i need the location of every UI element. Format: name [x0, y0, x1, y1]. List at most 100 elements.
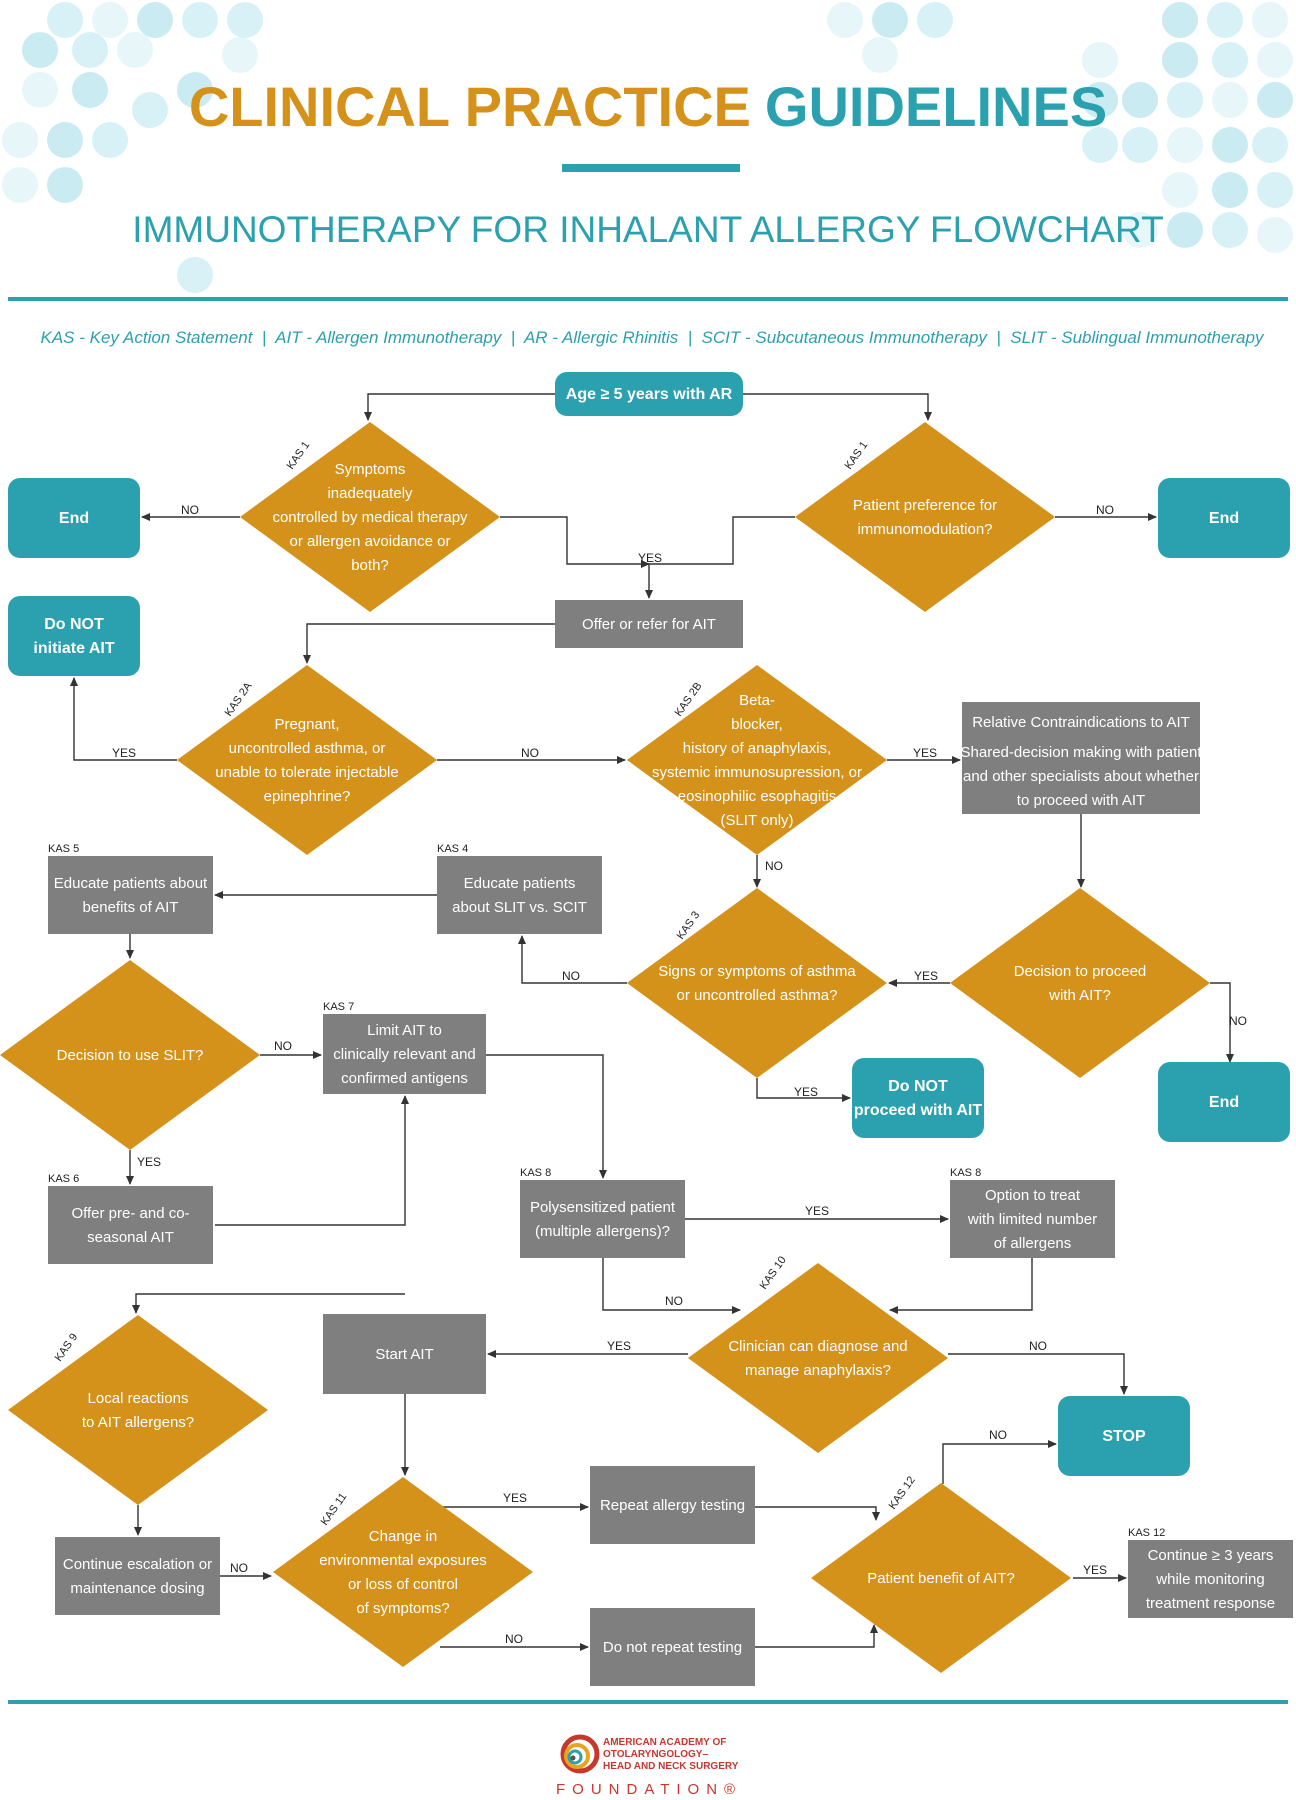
terminal-box	[8, 478, 140, 558]
title-underline	[562, 164, 740, 172]
edge-label: YES	[913, 746, 937, 760]
decor-dot	[1257, 42, 1293, 78]
decor-dot	[1212, 212, 1248, 248]
node-poly: Polysensitized patient(multiple allergen…	[520, 1180, 685, 1258]
node-text: uncontrolled asthma, or	[229, 740, 386, 757]
decor-dot	[1257, 82, 1293, 118]
edge-label: NO	[521, 746, 539, 760]
node-text: Decision to proceed	[1014, 963, 1147, 980]
node-text: or uncontrolled asthma?	[677, 987, 838, 1004]
edge-label: NO	[505, 1632, 523, 1646]
node-text: clinically relevant and	[333, 1046, 476, 1063]
edge-label: YES	[914, 969, 938, 983]
connector-arrow	[756, 1078, 851, 1102]
node-text: Do not repeat testing	[603, 1639, 742, 1656]
decision-diamond	[795, 422, 1055, 612]
decor-dot	[1212, 82, 1248, 118]
edge-label: NO	[665, 1294, 683, 1308]
decision-diamond	[177, 665, 437, 855]
decision-diamond	[627, 888, 887, 1078]
edge-label: NO	[1029, 1339, 1047, 1353]
node-text: Do NOT	[44, 616, 104, 633]
node-text: End	[1209, 1094, 1239, 1111]
process-box	[590, 1608, 755, 1686]
decor-dot	[1162, 172, 1198, 208]
node-text: immunomodulation?	[857, 521, 992, 538]
edge-label: NO	[989, 1428, 1007, 1442]
terminal-box	[852, 1058, 984, 1138]
decor-dot	[1212, 172, 1248, 208]
decor-dot	[2, 167, 38, 203]
process-box	[48, 1186, 213, 1264]
decor-dot	[22, 72, 58, 108]
node-end1: End	[8, 478, 140, 558]
node-text: to proceed with AIT	[1017, 792, 1145, 809]
connector-arrow	[755, 1506, 880, 1521]
decor-dot	[177, 72, 213, 108]
node-text: Decision to use SLIT?	[57, 1047, 204, 1064]
page-subtitle: IMMUNOTHERAPY FOR INHALANT ALLERGY FLOWC…	[132, 209, 1163, 250]
node-end2: End	[1158, 478, 1290, 558]
node-text: manage anaphylaxis?	[745, 1362, 891, 1379]
node-start: Age ≥ 5 years with AR	[555, 372, 743, 416]
process-box	[962, 702, 1200, 814]
process-box	[55, 1537, 220, 1615]
decor-dot	[177, 257, 213, 293]
process-box	[323, 1014, 486, 1094]
node-text: Limit AIT to	[367, 1022, 442, 1039]
node-text: Shared-decision making with patient	[961, 744, 1203, 761]
node-text: Continue escalation or	[63, 1556, 212, 1573]
node-text: Local reactions	[88, 1390, 189, 1407]
connector-arrow	[948, 1353, 1128, 1395]
node-text: of allergens	[994, 1235, 1072, 1252]
edge-label: NO	[1096, 503, 1114, 517]
decision-diamond	[811, 1483, 1071, 1673]
decor-dot	[1252, 2, 1288, 38]
kas-label: KAS 5	[48, 843, 79, 855]
kas-label: KAS 9	[53, 1331, 81, 1363]
process-box	[1128, 1540, 1293, 1618]
node-end3: End	[1158, 1062, 1290, 1142]
process-box	[323, 1314, 486, 1394]
node-text: history of anaphylaxis,	[683, 740, 831, 757]
kas-label: KAS 10	[758, 1254, 789, 1291]
decor-dot	[1122, 212, 1158, 248]
connector-arrow	[1210, 982, 1234, 1063]
decor-dot	[827, 2, 863, 38]
decor-dot	[47, 2, 83, 38]
decor-dot	[1167, 82, 1203, 118]
decor-dot	[1252, 127, 1288, 163]
node-text: Educate patients about	[54, 875, 208, 892]
process-box	[48, 856, 213, 934]
node-text: seasonal AIT	[87, 1229, 174, 1246]
node-text: Continue ≥ 3 years	[1148, 1547, 1274, 1564]
node-text: Do NOT	[888, 1078, 948, 1095]
connector-arrow	[303, 623, 555, 664]
node-text: Educate patients	[464, 875, 576, 892]
process-box	[437, 856, 602, 934]
decor-dot	[1082, 82, 1118, 118]
org-name-line1: AMERICAN ACADEMY OF	[603, 1737, 726, 1748]
edge-label: NO	[181, 503, 199, 517]
decor-dot	[72, 32, 108, 68]
edge-label: YES	[1083, 1563, 1107, 1577]
kas-label: KAS 8	[950, 1167, 981, 1179]
node-text: Relative Contraindications to AIT	[972, 714, 1190, 731]
kas-label: KAS 4	[437, 843, 468, 855]
decision-diamond	[0, 960, 260, 1150]
decor-dot	[1122, 127, 1158, 163]
node-text: End	[1209, 510, 1239, 527]
decorative-dots	[2, 2, 1293, 293]
node-text: End	[59, 510, 89, 527]
node-text: Offer or refer for AIT	[582, 616, 716, 633]
node-text: Start AIT	[375, 1346, 433, 1363]
